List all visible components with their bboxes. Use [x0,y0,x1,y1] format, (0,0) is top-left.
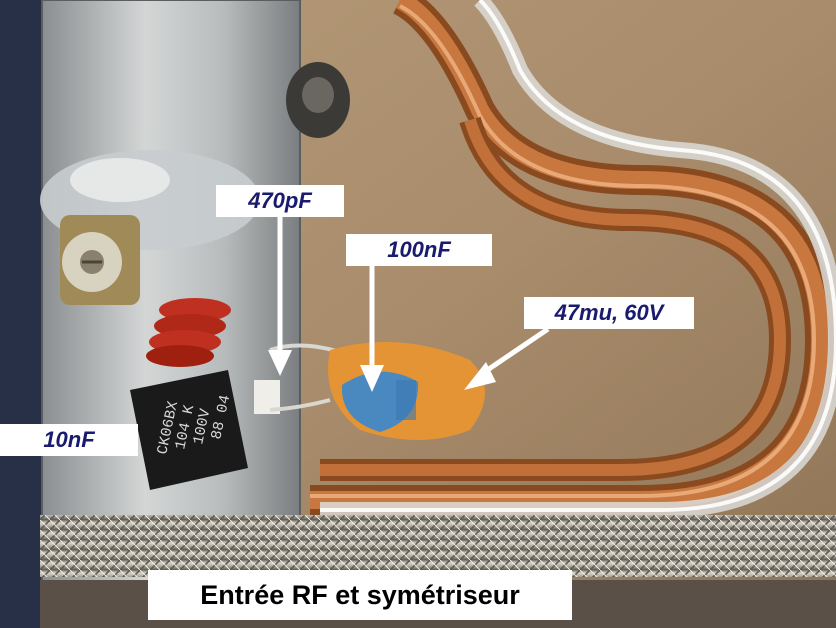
label-10nf: 10nF [0,424,138,456]
red-inductor [146,298,231,367]
label-470pf: 470pF [216,185,344,217]
label-47mu-60v: 47mu, 60V [524,297,694,329]
arrow-47mu [478,326,550,378]
label-100nf: 100nF [346,234,492,266]
caption: Entrée RF et symétriseur [148,570,572,620]
black-capacitor-10nf: CK06BX 104 K 100V 88 04 [130,370,248,490]
label-arrows [268,217,550,392]
coax-braid [40,515,836,577]
